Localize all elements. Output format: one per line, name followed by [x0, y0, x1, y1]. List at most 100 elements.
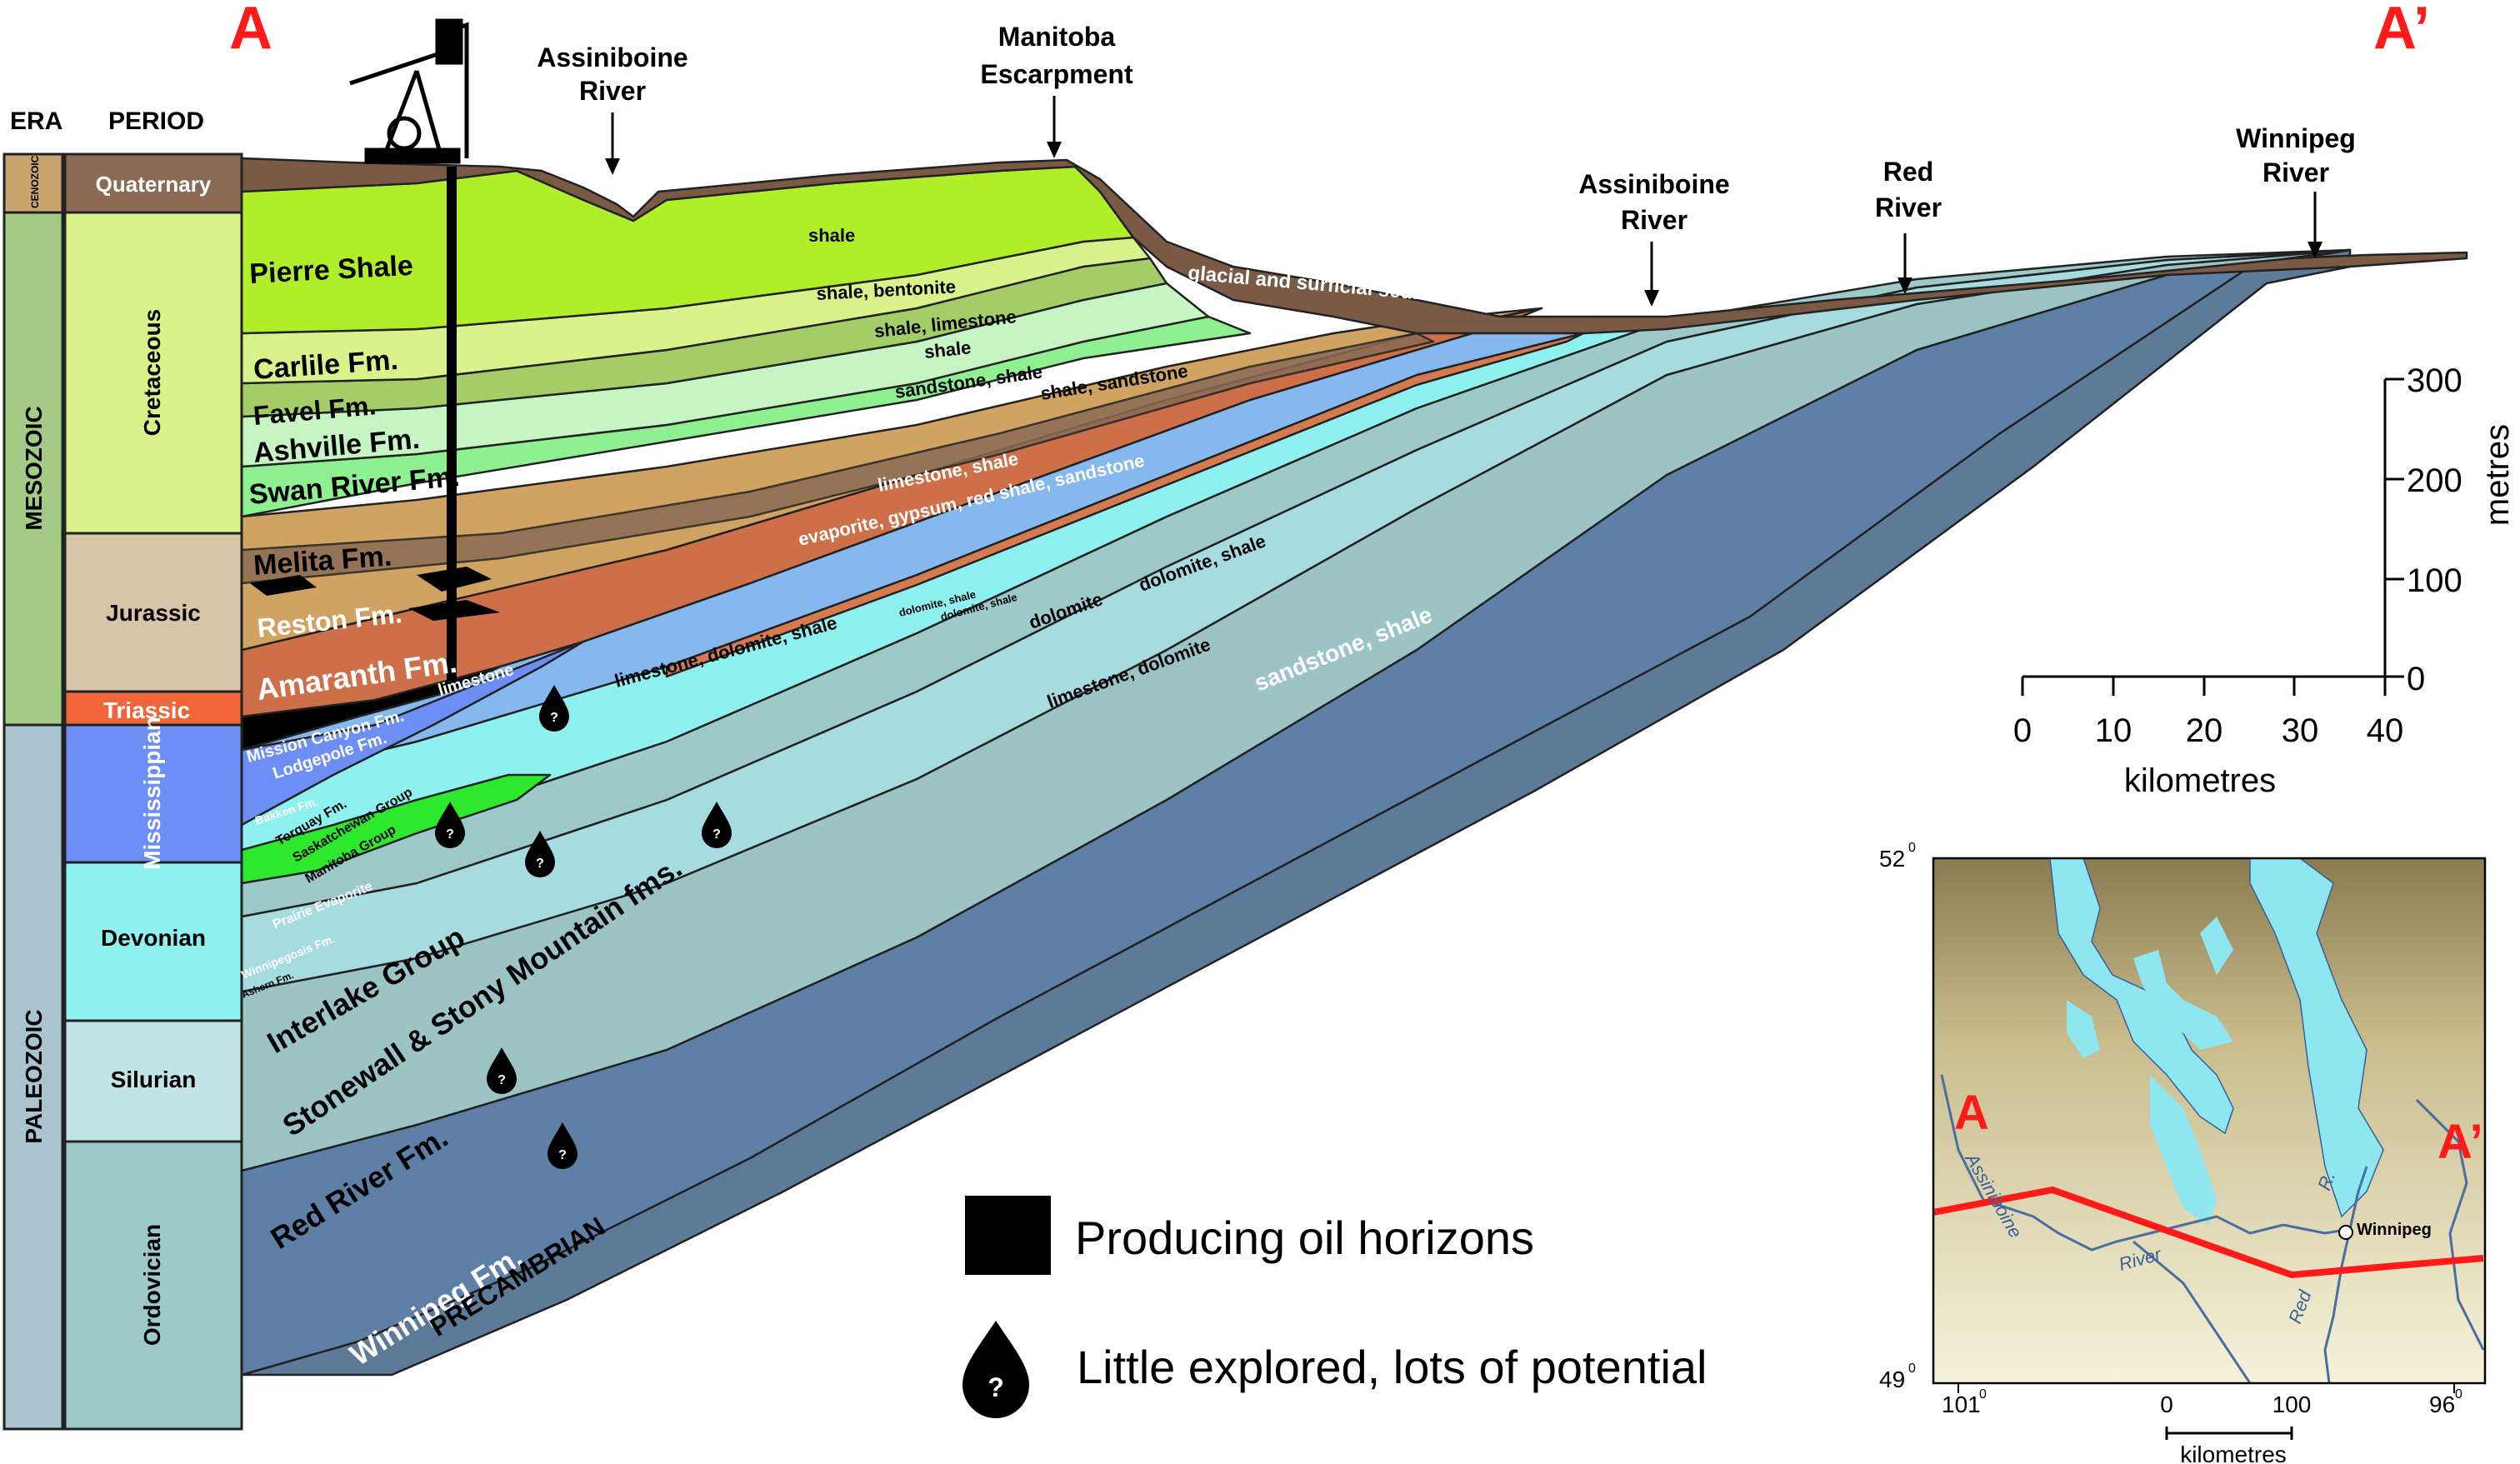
period-ordovician — [63, 1140, 243, 1431]
period-quaternary — [63, 152, 243, 214]
svg-text:0: 0 — [2455, 1387, 2462, 1402]
svg-text:?: ? — [988, 1372, 1004, 1402]
south-river-line — [2132, 1240, 2252, 1383]
lake-small — [2067, 1000, 2100, 1058]
era-header: ERA — [10, 107, 62, 135]
svg-text:River: River — [2262, 157, 2329, 187]
svg-text:A’: A’ — [2438, 1115, 2483, 1169]
svg-text:kilometres: kilometres — [2180, 1442, 2287, 1464]
layer-glacial — [240, 157, 2468, 335]
era-paleozoic-label: PALEOZOIC — [21, 1009, 47, 1143]
period-silurian — [63, 1019, 243, 1143]
winnipeg-city-marker — [2338, 1225, 2353, 1240]
landmark-manitoba-escarpment: Manitoba — [998, 22, 1116, 52]
section-label-a: A — [229, 0, 272, 62]
lake-manitoba — [2133, 950, 2233, 1050]
svg-text:shale: shale — [808, 225, 855, 246]
period-mississippian-label: Mississippian — [139, 717, 165, 870]
svg-text:20: 20 — [2186, 712, 2223, 749]
period-column — [63, 152, 243, 1431]
east-river-line — [2415, 1098, 2485, 1351]
legend-potential-label: Little explored, lots of potential — [1077, 1341, 1707, 1393]
svg-text:kilometres: kilometres — [2124, 762, 2276, 799]
era-cenozoic-label: CENOZOIC — [29, 155, 41, 208]
lake-dauphin — [2150, 1075, 2217, 1225]
svg-text:?: ? — [446, 827, 454, 842]
svg-text:0: 0 — [2013, 712, 2032, 749]
svg-text:0: 0 — [2407, 661, 2425, 697]
era-mesozoic — [2, 211, 64, 727]
pump-jack-icon — [349, 18, 469, 164]
svg-text:101: 101 — [1942, 1392, 1981, 1417]
period-jurassic — [63, 532, 243, 693]
legend: Producing oil horizons ? Little explored… — [962, 1196, 1707, 1418]
svg-text:300: 300 — [2407, 362, 2462, 399]
svg-text:?: ? — [498, 1073, 506, 1087]
legend-drop-icon: ? — [962, 1321, 1029, 1418]
red-river-line — [2323, 1228, 2352, 1383]
svg-text:100: 100 — [2272, 1392, 2312, 1417]
svg-text:?: ? — [558, 1148, 567, 1162]
inset-map: A A’ Winnipeg Assiniboine River Red R. 5… — [1879, 841, 2487, 1464]
period-header: PERIOD — [108, 107, 204, 135]
svg-text:shale: shale — [923, 337, 972, 362]
svg-text:River: River — [579, 76, 646, 106]
lakes — [1933, 858, 2485, 1383]
strata — [240, 157, 2468, 1377]
oil-drop-icon: ? — [487, 1047, 517, 1094]
era-paleozoic — [2, 723, 64, 1431]
landmark-assiniboine-2: Assiniboine — [1578, 169, 1729, 199]
svg-text:52: 52 — [1879, 846, 1905, 872]
section-label-a-prime: A’ — [2373, 0, 2430, 62]
landmarks: Assiniboine River Manitoba Escarpment As… — [537, 22, 2356, 307]
period-cretaceous — [63, 211, 243, 535]
svg-text:metres: metres — [2479, 424, 2516, 526]
svg-text:River: River — [1875, 192, 1942, 222]
oil-drop-icon: ? — [435, 802, 465, 848]
svg-text:0: 0 — [1908, 841, 1916, 855]
period-triassic-label: Triassic — [103, 697, 190, 723]
horizontal-scale — [2021, 675, 2387, 696]
svg-text:?: ? — [712, 827, 721, 842]
oil-well — [250, 18, 500, 683]
legend-oil-label: Producing oil horizons — [1075, 1212, 1534, 1264]
period-devonian-label: Devonian — [101, 925, 206, 951]
svg-text:100: 100 — [2407, 562, 2462, 599]
svg-text:49: 49 — [1879, 1367, 1905, 1392]
oil-drop-icon: ? — [548, 1122, 578, 1169]
svg-text:40: 40 — [2367, 712, 2404, 749]
landmark-winnipeg-river: Winnipeg — [2236, 123, 2356, 153]
red-river-north — [2348, 1166, 2368, 1230]
svg-text:River: River — [1621, 205, 1688, 235]
period-jurassic-label: Jurassic — [106, 600, 201, 626]
period-cretaceous-label: Cretaceous — [139, 309, 165, 437]
svg-text:A: A — [1954, 1086, 1989, 1140]
legend-oil-swatch — [965, 1196, 1051, 1275]
svg-text:96: 96 — [2429, 1392, 2455, 1417]
oil-drop-icon: ? — [525, 831, 555, 877]
svg-text:0: 0 — [1979, 1387, 1987, 1402]
svg-text:?: ? — [550, 711, 558, 725]
oil-drop-icon: ? — [539, 685, 569, 732]
svg-text:?: ? — [536, 857, 544, 871]
period-silurian-label: Silurian — [111, 1067, 197, 1092]
period-quaternary-label: Quaternary — [96, 172, 212, 197]
period-ordovician-label: Ordovician — [139, 1224, 165, 1346]
layer-prairie-evaporite — [240, 773, 552, 927]
landmark-assiniboine-1: Assiniboine — [537, 42, 688, 72]
lake-winnipeg — [2249, 858, 2384, 1218]
vertical-scale — [2383, 377, 2404, 678]
period-devonian — [63, 861, 243, 1022]
era-column — [2, 152, 64, 1431]
section-line — [1933, 1186, 2484, 1279]
svg-text:10: 10 — [2095, 712, 2132, 749]
svg-text:0: 0 — [1908, 1362, 1916, 1376]
era-cenozoic — [2, 152, 64, 214]
svg-text:0: 0 — [2160, 1392, 2173, 1417]
svg-text:200: 200 — [2407, 462, 2462, 499]
svg-text:30: 30 — [2282, 712, 2319, 749]
era-mesozoic-label: MESOZOIC — [21, 406, 47, 530]
potential-drops: ? ? ? ? ? ? — [435, 685, 732, 1169]
svg-text:Winnipeg: Winnipeg — [2357, 1221, 2432, 1239]
